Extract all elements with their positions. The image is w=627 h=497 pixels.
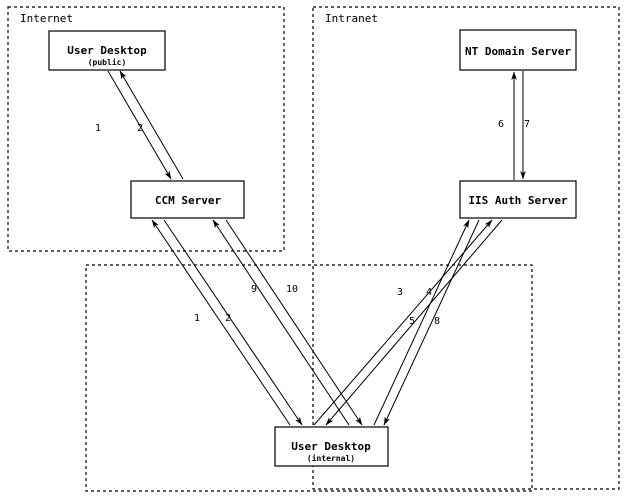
- flow-line-1-public: [107, 70, 172, 180]
- flow-line-9: [212, 219, 350, 426]
- node-user-desktop-public[interactable]: User Desktop (public): [48, 30, 166, 71]
- flow-label-10: 10: [286, 284, 298, 295]
- node-nt-domain-server[interactable]: NT Domain Server: [459, 29, 577, 71]
- zone-intranet-boundary: [312, 6, 620, 490]
- flow-line-3: [373, 219, 470, 426]
- flow-label-1-public: 1: [95, 123, 101, 134]
- node-ccm-server[interactable]: CCM Server: [130, 180, 245, 219]
- flow-label-6: 6: [498, 119, 504, 130]
- flow-label-2-internal: 2: [225, 313, 231, 324]
- flow-label-5: 5: [409, 316, 415, 327]
- flow-label-9: 9: [251, 284, 257, 295]
- flow-line-4: [383, 219, 480, 426]
- flow-label-7: 7: [524, 119, 530, 130]
- node-nt-domain-server-title: NT Domain Server: [465, 45, 571, 58]
- flow-line-2-public: [119, 70, 184, 180]
- node-user-desktop-internal-title: User Desktop: [291, 440, 371, 453]
- node-user-desktop-internal-subtitle: (internal): [307, 453, 355, 463]
- zone-internet-label: Internet: [20, 12, 73, 25]
- flow-label-2-public: 2: [137, 123, 143, 134]
- zone-intranet-label: Intranet: [325, 12, 378, 25]
- node-user-desktop-public-title: User Desktop: [67, 44, 147, 57]
- flow-line-5: [313, 219, 493, 426]
- node-user-desktop-public-subtitle: (public): [88, 57, 127, 67]
- flow-line-1-internal: [151, 219, 291, 426]
- zone-internal-boundary: [85, 264, 533, 492]
- flow-label-4: 4: [426, 287, 432, 298]
- flow-line-8: [325, 219, 503, 426]
- node-iis-auth-server-title: IIS Auth Server: [468, 194, 568, 207]
- flow-label-1-internal: 1: [194, 313, 200, 324]
- node-iis-auth-server[interactable]: IIS Auth Server: [459, 180, 577, 219]
- flow-line-10: [225, 219, 363, 426]
- flow-line-2-internal: [163, 219, 303, 426]
- node-ccm-server-title: CCM Server: [155, 194, 222, 207]
- flow-label-8: 8: [434, 316, 440, 327]
- flow-label-3: 3: [397, 287, 403, 298]
- node-user-desktop-internal[interactable]: User Desktop (internal): [274, 426, 389, 467]
- zone-internet-boundary: [7, 6, 285, 252]
